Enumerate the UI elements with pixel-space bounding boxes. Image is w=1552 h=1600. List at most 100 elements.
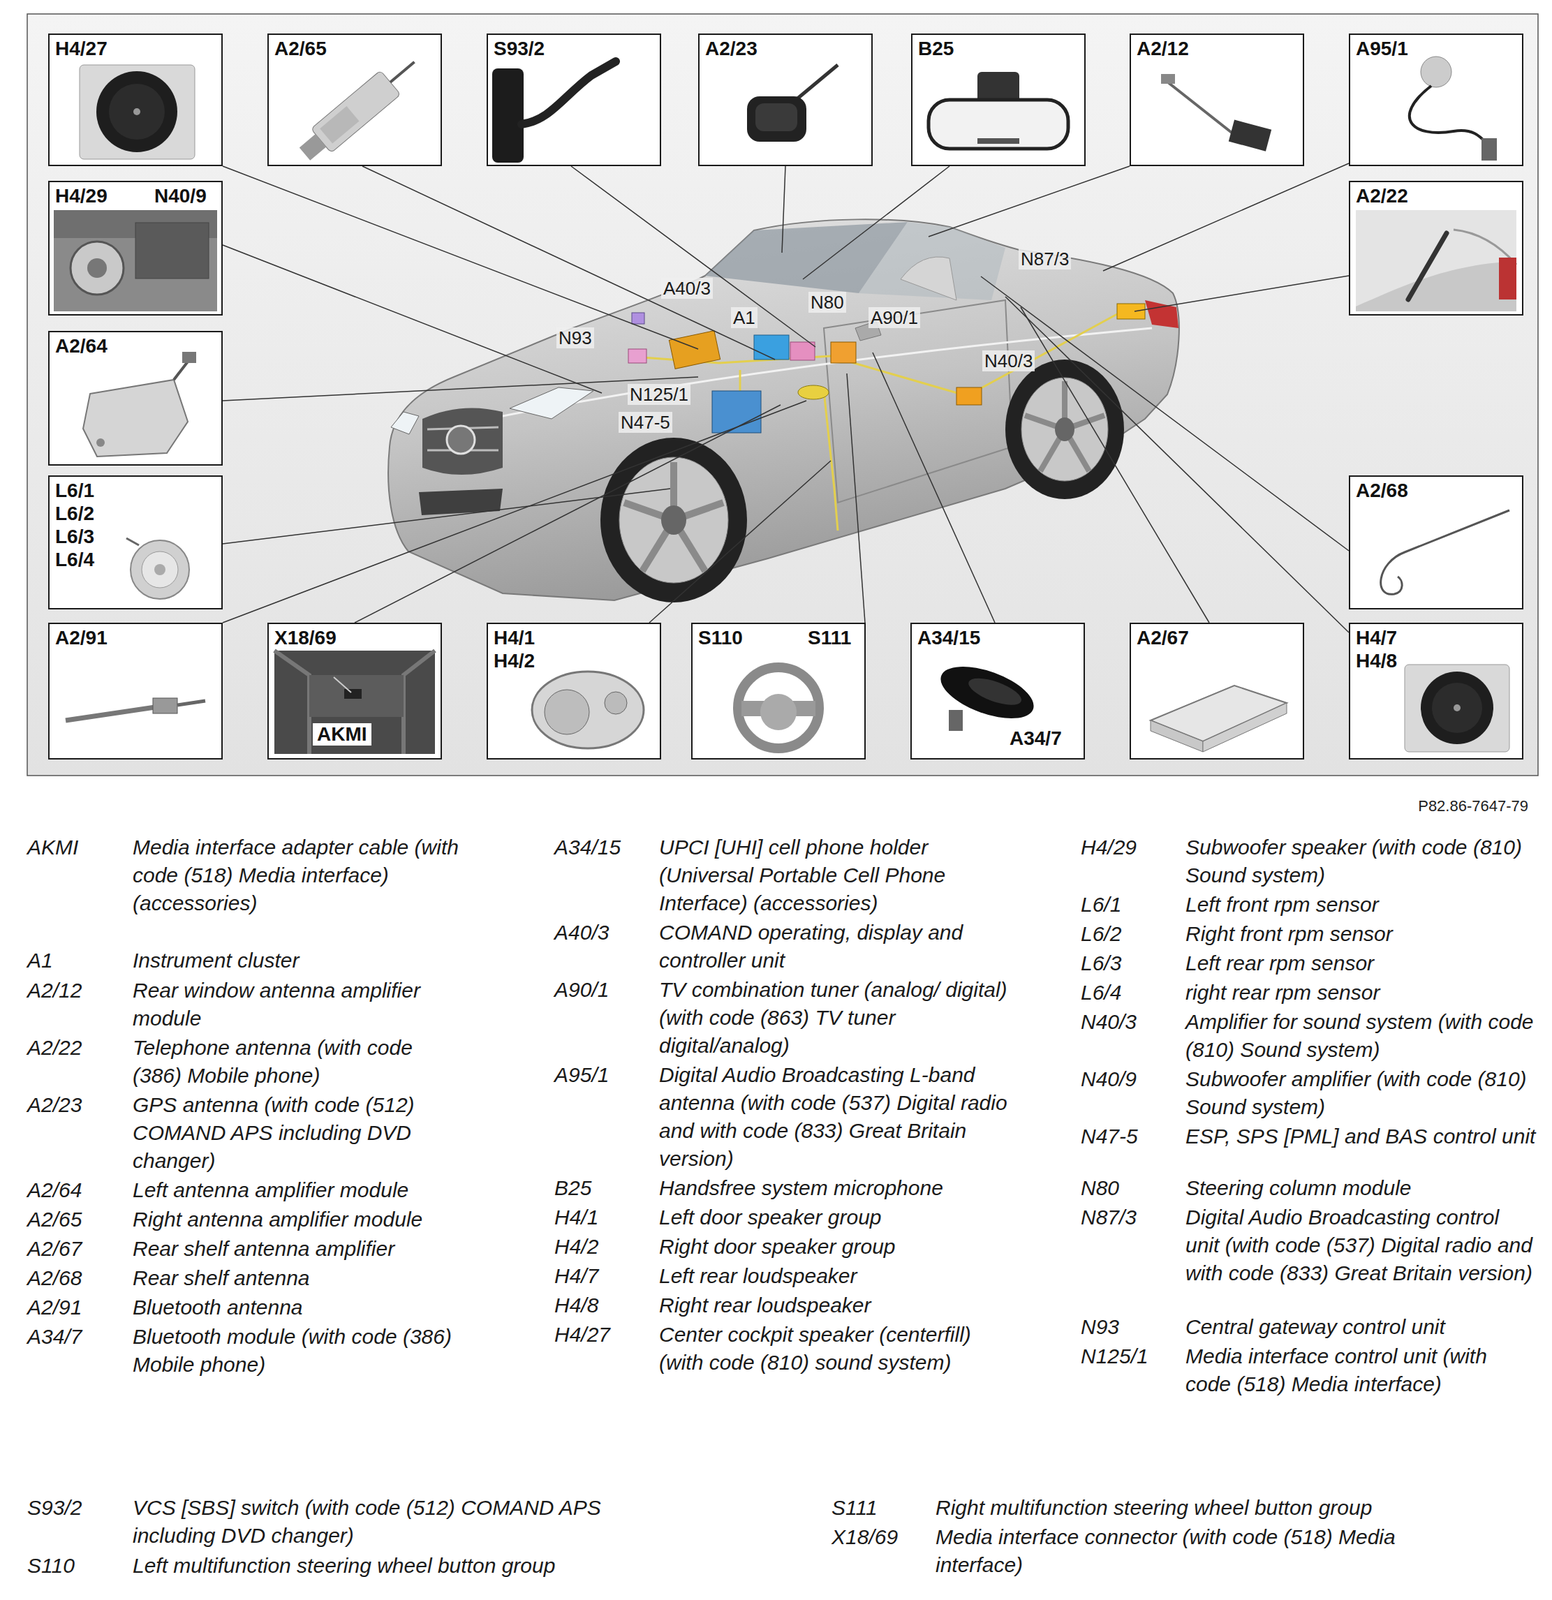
- key-description: Subwoofer speaker (with code (810) Sound…: [1185, 833, 1539, 890]
- photo-icon: [403, 650, 435, 755]
- key-description: Media interface control unit (with code …: [1185, 1342, 1539, 1399]
- car-illustration: [900, 256, 957, 301]
- antenna-icon: [65, 706, 160, 721]
- antenna-icon: [1408, 233, 1447, 300]
- frame: [27, 13, 1539, 776]
- part-code: B25: [918, 37, 954, 61]
- leader-line: [1005, 296, 1349, 633]
- car-illustration: [661, 505, 687, 535]
- part-code: A2/68: [1355, 479, 1409, 502]
- box-ground: [698, 33, 873, 167]
- antenna-icon: [1420, 56, 1452, 88]
- box-ground: [1348, 33, 1524, 167]
- component-box: H4/7H4/8: [1348, 622, 1524, 760]
- leader-line: [1020, 307, 1210, 623]
- component-box: A2/65: [267, 33, 442, 167]
- key-description: Handsfree system microphone: [659, 1174, 1019, 1203]
- key-description: Bluetooth module (with code (386) Mobile…: [132, 1323, 465, 1379]
- part-code: A2/65: [274, 37, 327, 61]
- amplifier-icon: [1161, 74, 1272, 152]
- module-icon: [390, 62, 415, 83]
- car-illustration: [390, 411, 419, 435]
- callout-label: N80: [808, 291, 847, 313]
- key-code: H4/1: [554, 1203, 599, 1232]
- leader-line: [222, 400, 807, 623]
- module-icon: [294, 50, 425, 167]
- speaker-icon: [108, 83, 165, 140]
- leader-line: [980, 276, 1349, 551]
- car-illustration: [790, 342, 815, 361]
- part-code: S111: [807, 626, 852, 650]
- sensor-icon: [126, 538, 190, 600]
- key-description: Media interface adapter cable (with code…: [132, 833, 465, 918]
- module-icon: [319, 106, 359, 144]
- leader-line: [872, 352, 995, 623]
- key-code: A2/23: [27, 1091, 82, 1120]
- key-description: UPCI [UHI] cell phone holder (Universal …: [659, 833, 1019, 918]
- component-box: H4/27: [48, 33, 223, 167]
- part-code: H4/1: [493, 626, 535, 650]
- key-description: Media interface connector (with code (51…: [935, 1523, 1467, 1580]
- box-ground: [267, 622, 442, 760]
- phone-holder-icon: [934, 656, 1041, 731]
- component-box: B25: [911, 33, 1086, 167]
- callout-label: N87/3: [1018, 248, 1071, 270]
- key-code: H4/27: [554, 1320, 611, 1349]
- callout-label: A40/3: [661, 277, 713, 299]
- part-code: A34/15: [917, 626, 981, 650]
- module-icon: [96, 438, 105, 447]
- sensor-icon: [130, 540, 190, 600]
- car-illustration: [823, 300, 1013, 503]
- key-code: N40/3: [1080, 1008, 1137, 1037]
- key-description: Rear shelf antenna: [132, 1264, 465, 1293]
- box-ground: [48, 475, 223, 610]
- car-illustration: [754, 335, 789, 360]
- speaker-icon: [79, 64, 195, 160]
- component-box: A2/64: [48, 330, 223, 466]
- steering-wheel-icon: [760, 693, 797, 731]
- callout-label: A90/1: [868, 307, 921, 329]
- key-description: Steering column module: [1185, 1174, 1539, 1203]
- key-code: L6/3: [1080, 949, 1122, 978]
- box-ground: [48, 33, 223, 167]
- figure-reference: P82.86-7647-79: [1417, 797, 1529, 816]
- car-illustration: [797, 385, 829, 400]
- module-icon: [182, 351, 197, 364]
- component-box: S110S111: [691, 622, 866, 760]
- phone-holder-icon: [965, 673, 1025, 711]
- key-code: A95/1: [554, 1061, 609, 1090]
- box-ground: [48, 330, 223, 466]
- car-illustration: [858, 222, 1006, 301]
- speaker-icon: [544, 689, 590, 735]
- key-description: Left rear loudspeaker: [659, 1262, 1019, 1291]
- key-code: A2/65: [27, 1205, 82, 1234]
- box-ground: [1348, 622, 1524, 760]
- box-ground: [48, 622, 223, 760]
- module-icon: [294, 50, 425, 167]
- key-code: A2/91: [27, 1293, 82, 1322]
- part-code: A2/91: [55, 626, 108, 650]
- antenna-icon: [1409, 85, 1489, 146]
- speaker-icon: [1420, 671, 1494, 745]
- key-description: Left front rpm sensor: [1185, 890, 1539, 919]
- car-illustration: [600, 437, 748, 603]
- key-code: H4/8: [554, 1291, 599, 1320]
- speaker-icon: [133, 108, 141, 116]
- box-ground: [486, 33, 662, 167]
- key-description: TV combination tuner (analog/ digital) (…: [659, 976, 1019, 1060]
- key-code: S111: [831, 1494, 878, 1522]
- key-description: Center cockpit speaker (centerfill) (wit…: [659, 1320, 1019, 1377]
- photo-icon: [135, 222, 209, 279]
- box-ground: [1129, 622, 1305, 760]
- key-code: A1: [27, 946, 54, 975]
- key-code: H4/7: [554, 1262, 599, 1291]
- part-code: H4/8: [1355, 649, 1398, 673]
- car-illustration: [1021, 377, 1108, 482]
- key-description: Telephone antenna (with code (386) Mobil…: [132, 1033, 465, 1090]
- sensor-icon: [154, 564, 166, 576]
- leader-line: [1134, 275, 1349, 312]
- key-description: Right antenna amplifier module: [132, 1205, 465, 1234]
- car-illustration: [446, 425, 475, 454]
- key-code: S93/2: [27, 1494, 82, 1522]
- key-description: Left antenna amplifier module: [132, 1176, 465, 1205]
